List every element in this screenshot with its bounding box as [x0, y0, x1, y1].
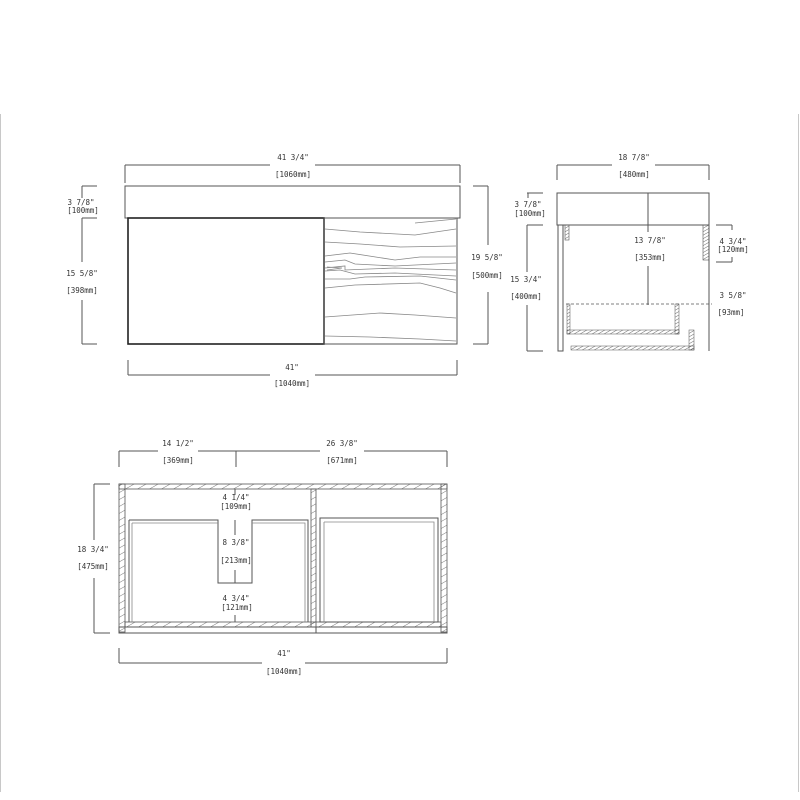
side-depth-in: 18 7/8" [618, 153, 650, 162]
plan-left-width-mm: [369mm] [162, 456, 194, 465]
plan-depth-in: 18 3/4" [77, 545, 109, 554]
side-front-panel [557, 224, 564, 352]
front-top-height-in: 3 7/8" [67, 198, 94, 207]
upper-drawer-front [566, 303, 571, 335]
plan-base [118, 626, 448, 634]
lower-drawer-back [688, 329, 695, 351]
plan-width-dimensions: 14 1/2" [369mm] 26 3/8" [671mm] [118, 439, 448, 467]
plan-overall-width-dimension: 41" [1040mm] [118, 648, 448, 676]
front-body-width-dimension: 41" [1040mm] [127, 360, 458, 388]
side-top-height-in: 3 7/8" [514, 200, 541, 209]
upper-drawer-bottom [566, 329, 680, 335]
front-body-height-dimension: 15 5/8" [398mm] [66, 218, 98, 345]
notch-offset-in: 4 1/4" [222, 493, 249, 502]
plan-right-wall [440, 483, 448, 633]
notch-depth-in: 8 3/8" [222, 538, 249, 547]
plan-overall-width-mm: [1040mm] [266, 667, 302, 676]
side-body-height-mm: [400mm] [510, 292, 542, 301]
plan-depth-mm: [475mm] [77, 562, 109, 571]
side-back-panel [702, 224, 710, 261]
notch-offset-mm: [109mm] [220, 502, 252, 511]
side-view: 18 7/8" [480mm] 13 7/8" [353mm] 3 7/8" [… [510, 153, 749, 352]
drawer-offset-in: 3 5/8" [719, 291, 746, 300]
page-frame-left [0, 114, 1, 792]
side-body-height-in: 15 3/4" [510, 275, 542, 284]
side-top-height-mm: [100mm] [514, 209, 546, 218]
drawer-offset-mm: [93mm] [717, 308, 744, 317]
plan-overall-width-in: 41" [277, 649, 291, 658]
side-countertop [556, 192, 710, 226]
plan-right-width-mm: [671mm] [326, 456, 358, 465]
front-body-width-mm: [1040mm] [274, 379, 310, 388]
front-total-height-mm: [500mm] [471, 271, 503, 280]
notch-bottom-in: 4 3/4" [222, 594, 249, 603]
front-top-height-mm: [100mm] [67, 206, 99, 215]
side-body-height-dimension: 15 3/4" [400mm] [510, 225, 543, 352]
plan-right-width-in: 26 3/8" [326, 439, 358, 448]
upper-drawer-back [674, 303, 680, 335]
plan-depth-dimension: 18 3/4" [475mm] [77, 483, 110, 634]
front-width-mm: [1060mm] [275, 170, 311, 179]
side-back-panel-dimension: 4 3/4" [120mm] [716, 224, 749, 263]
front-body-height-in: 15 5/8" [66, 269, 98, 278]
front-body-width-in: 41" [285, 363, 299, 372]
front-width-in: 41 3/4" [277, 153, 309, 162]
side-back-panel-in: 4 3/4" [719, 237, 746, 246]
front-countertop [124, 185, 461, 219]
plan-divider-wall [310, 488, 317, 628]
front-total-height-dimension: 19 5/8" [500mm] [471, 185, 503, 345]
side-depth-dimension: 18 7/8" [480mm] [556, 153, 710, 180]
plan-left-width-in: 14 1/2" [162, 439, 194, 448]
notch-depth-mm: [213mm] [220, 556, 252, 565]
basin-depth-in: 13 7/8" [634, 236, 666, 245]
side-front-rail [564, 224, 570, 241]
page-frame-right [798, 114, 799, 792]
front-body-height-mm: [398mm] [66, 286, 98, 295]
side-depth-mm: [480mm] [618, 170, 650, 179]
basin-depth-mm: [353mm] [634, 253, 666, 262]
plan-view: 14 1/2" [369mm] 26 3/8" [671mm] 4 1/4" [… [77, 439, 448, 676]
front-wood-panel [323, 217, 458, 345]
left-drawer-with-notch [128, 519, 309, 622]
front-total-height-in: 19 5/8" [471, 253, 503, 262]
side-back-panel-mm: [120mm] [717, 245, 749, 254]
wood-grain-pattern [324, 218, 457, 342]
lower-drawer-bottom [570, 345, 695, 351]
notch-bottom-mm: [121mm] [221, 603, 253, 612]
front-drawer-panel [127, 217, 325, 345]
plan-left-wall [118, 483, 126, 633]
front-view: 41 3/4" [1060mm] 3 7/8" [66, 153, 503, 388]
front-overall-width-dimension: 41 3/4" [1060mm] [124, 153, 461, 183]
plan-front-wall [124, 621, 442, 628]
plan-back-wall [118, 483, 448, 490]
side-top-height-dimension: 3 7/8" [100mm] [514, 192, 546, 226]
right-drawer [319, 517, 439, 623]
front-top-height-dimension: 3 7/8" [100mm] [67, 185, 99, 219]
